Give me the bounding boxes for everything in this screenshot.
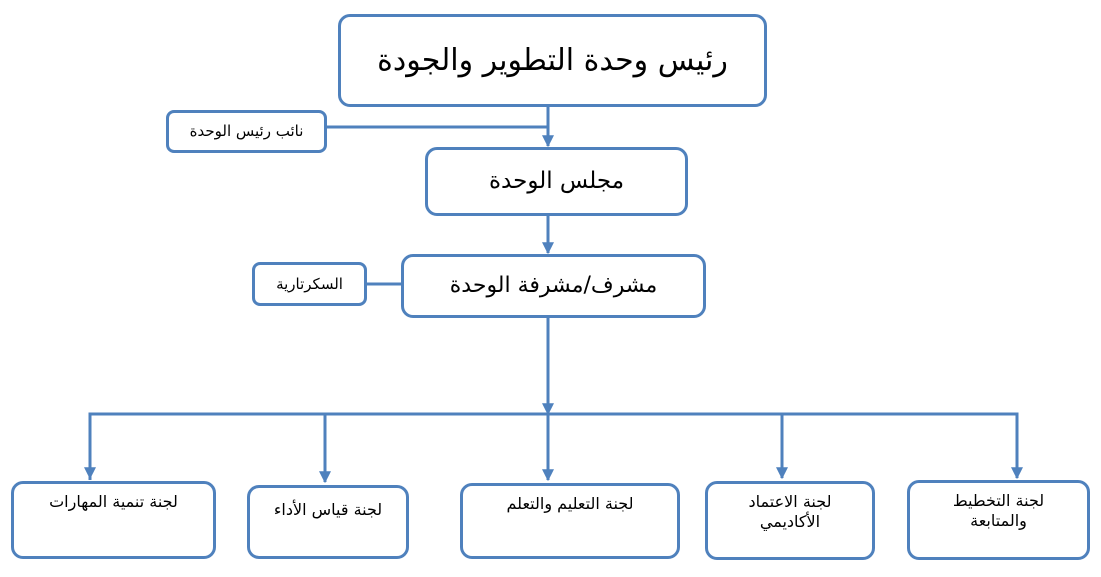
- committee-label-planning: لجنة التخطيط والمتابعة: [952, 491, 1045, 530]
- supervisor-box: مشرف/مشرفة الوحدة: [401, 254, 706, 318]
- committee-box-performance: لجنة قياس الأداء: [247, 485, 409, 559]
- committee-label-teaching: لجنة التعليم والتعلم: [506, 494, 634, 513]
- supervisor-label: مشرف/مشرفة الوحدة: [449, 273, 658, 299]
- secretariat-label: السكرتارية: [276, 274, 343, 293]
- committee-label-performance: لجنة قياس الأداء: [273, 500, 383, 519]
- committee-label-skills: لجنة تنمية المهارات: [49, 492, 178, 511]
- head-box: رئيس وحدة التطوير والجودة: [338, 14, 767, 107]
- committee-box-teaching: لجنة التعليم والتعلم: [460, 483, 680, 559]
- deputy-label: نائب رئيس الوحدة: [189, 122, 304, 141]
- committee-box-skills: لجنة تنمية المهارات: [11, 481, 216, 559]
- council-label: مجلس الوحدة: [488, 168, 625, 195]
- secretariat-box: السكرتارية: [252, 262, 367, 306]
- council-box: مجلس الوحدة: [425, 147, 688, 216]
- branch-line: [88, 412, 1019, 480]
- committee-box-accreditation: لجنة الاعتماد الأكاديمي: [705, 481, 875, 560]
- deputy-box: نائب رئيس الوحدة: [166, 110, 327, 153]
- head-label: رئيس وحدة التطوير والجودة: [377, 42, 728, 78]
- committee-label-accreditation: لجنة الاعتماد الأكاديمي: [748, 492, 832, 531]
- committee-box-planning: لجنة التخطيط والمتابعة: [907, 480, 1090, 560]
